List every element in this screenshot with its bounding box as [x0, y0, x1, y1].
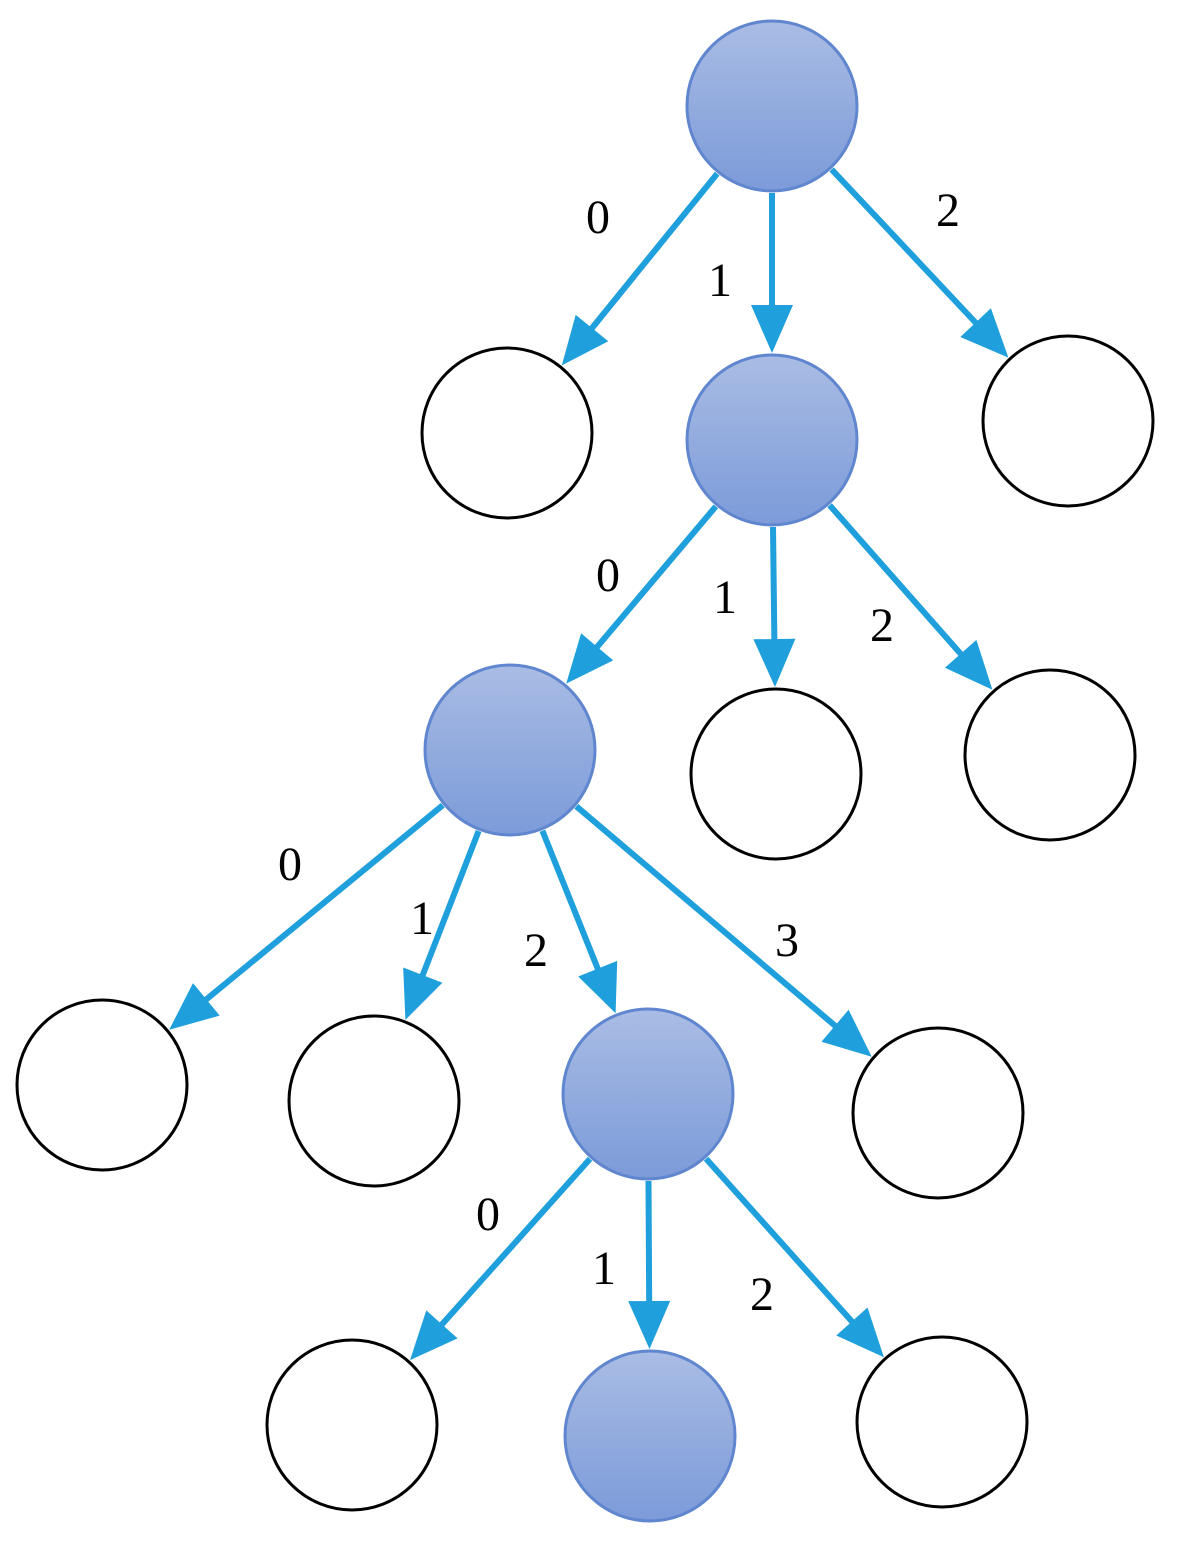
edge-label: 1	[708, 254, 732, 307]
arrowhead	[751, 305, 793, 353]
edge-label: 1	[410, 892, 434, 945]
edge-arrow	[753, 526, 796, 687]
edge-arrow	[561, 171, 720, 366]
edge-arrow	[169, 802, 445, 1030]
edge-line	[437, 1156, 593, 1330]
arrowhead	[410, 1310, 458, 1361]
active-node	[685, 19, 859, 193]
nodes-layer	[15, 19, 1155, 1523]
arrowhead	[960, 308, 1009, 358]
empty-node	[689, 687, 863, 861]
edge-arrow	[827, 503, 993, 690]
edge-label: 2	[870, 599, 894, 652]
edge-label: 0	[476, 1188, 500, 1241]
active-node	[685, 353, 859, 527]
edge-arrow	[751, 193, 793, 353]
arrowhead	[628, 1300, 671, 1349]
arrowhead	[578, 960, 618, 1014]
edge-arrow	[574, 804, 872, 1057]
arrowhead	[403, 967, 443, 1020]
edge-line	[539, 829, 602, 974]
edge-label: 1	[592, 1242, 616, 1295]
arrowhead	[566, 633, 614, 684]
empty-node	[15, 998, 189, 1172]
empty-node	[851, 1026, 1025, 1200]
empty-node	[420, 346, 594, 520]
edge-arrow	[403, 830, 482, 1020]
edge-label: 2	[936, 184, 960, 237]
empty-node	[287, 1014, 461, 1188]
edge-arrow	[410, 1156, 593, 1361]
active-node	[561, 1007, 735, 1181]
active-node	[563, 1349, 737, 1523]
edge-label: 0	[596, 549, 620, 602]
active-node	[423, 663, 597, 837]
edge-arrow	[539, 829, 618, 1014]
arrowhead	[944, 639, 993, 690]
edge-label: 1	[713, 571, 737, 624]
edge-arrow	[566, 504, 719, 684]
empty-node	[855, 1335, 1029, 1509]
empty-node	[265, 1338, 439, 1512]
empty-node	[981, 334, 1155, 508]
arrowhead	[753, 638, 796, 687]
edge-line	[418, 830, 482, 980]
edge-line	[574, 804, 841, 1031]
arrowhead	[169, 983, 220, 1030]
arrowhead	[561, 314, 609, 366]
edge-label: 2	[524, 924, 548, 977]
edge-arrow	[703, 1156, 884, 1358]
edge-label: 0	[586, 191, 610, 244]
edge-line	[827, 503, 966, 659]
empty-node	[963, 668, 1137, 842]
edge-line	[645, 1180, 653, 1306]
edge-line	[592, 504, 719, 652]
edge-label: 2	[750, 1268, 774, 1321]
edge-line	[770, 526, 778, 644]
edge-label: 0	[278, 838, 302, 891]
edges-layer	[169, 167, 1009, 1361]
arrowhead	[836, 1307, 884, 1358]
edge-label: 3	[775, 914, 799, 967]
edge-labels-layer: 0 1 2 0 1 2 0 1 2 3 0 1 2	[278, 184, 960, 1321]
edge-line	[201, 802, 445, 1005]
edge-line	[703, 1156, 857, 1327]
edge-arrow	[628, 1180, 671, 1349]
edge-arrow	[829, 167, 1009, 358]
edge-line	[587, 171, 720, 334]
edge-line	[829, 167, 981, 328]
arrowhead	[821, 1009, 872, 1057]
